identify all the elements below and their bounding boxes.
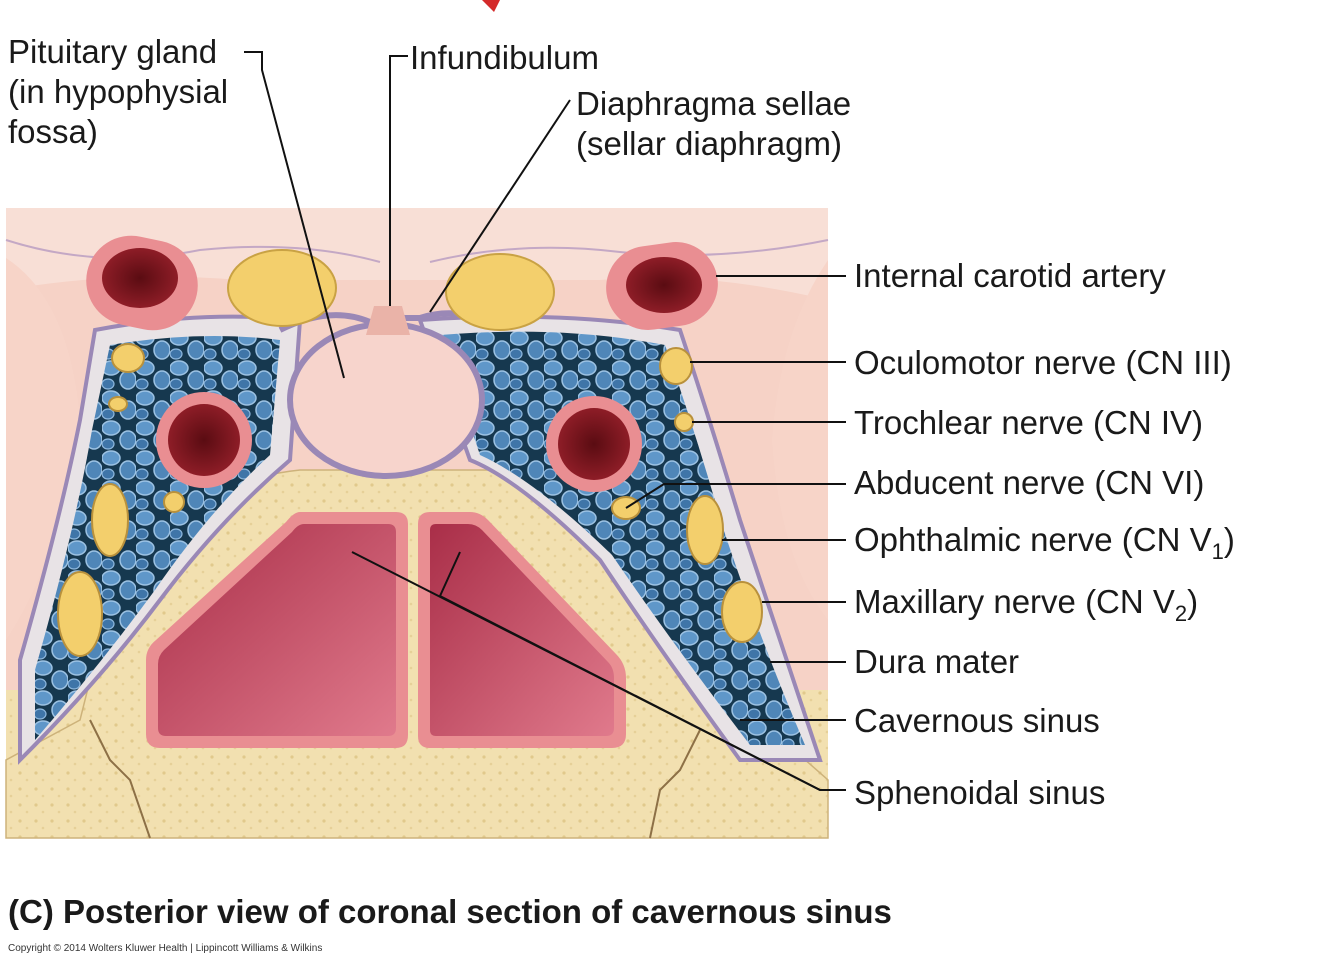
- label-abducent-nerve: Abducent nerve (CN VI): [854, 463, 1204, 503]
- label-trochlear-nerve: Trochlear nerve (CN IV): [854, 403, 1203, 443]
- label-maxillary-nerve: Maxillary nerve (CN V2): [854, 582, 1198, 622]
- nerve-left-3: [164, 492, 184, 512]
- label-pituitary-gland-line3: fossa): [8, 112, 228, 152]
- trochlear-nerve-shape: [675, 413, 693, 431]
- maxillary-nerve-shape: [722, 582, 762, 642]
- nerve-left-5: [58, 572, 102, 656]
- copyright-notice: Copyright © 2014 Wolters Kluwer Health |…: [8, 943, 322, 954]
- carotid-in-sinus-right: [546, 396, 642, 492]
- label-ophthalmic-nerve: Ophthalmic nerve (CN V1): [854, 520, 1235, 560]
- carotid-in-sinus-left: [156, 392, 252, 488]
- label-pituitary-gland-line2: (in hypophysial: [8, 72, 228, 112]
- ophthalmic-nerve-shape: [687, 496, 723, 564]
- label-pituitary-gland: Pituitary gland (in hypophysial fossa): [8, 32, 228, 152]
- label-sphenoidal-sinus: Sphenoidal sinus: [854, 773, 1105, 813]
- label-maxillary-nerve-tail: ): [1187, 583, 1198, 620]
- nerve-left-1: [112, 344, 144, 372]
- label-maxillary-nerve-sub: 2: [1175, 601, 1187, 626]
- label-internal-carotid-artery: Internal carotid artery: [854, 256, 1166, 296]
- label-ophthalmic-nerve-sub: 1: [1212, 539, 1224, 564]
- label-diaphragma-sellae-line2: (sellar diaphragm): [576, 124, 851, 164]
- label-ophthalmic-nerve-tail: ): [1224, 521, 1235, 558]
- pituitary-gland-shape: [290, 324, 482, 476]
- figure-caption: (C) Posterior view of coronal section of…: [8, 893, 892, 931]
- nerve-left-2: [109, 397, 127, 411]
- optic-nerve-right: [446, 254, 554, 330]
- label-maxillary-nerve-text: Maxillary nerve (CN V: [854, 583, 1175, 620]
- oculomotor-nerve-shape: [660, 348, 692, 384]
- label-diaphragma-sellae: Diaphragma sellae (sellar diaphragm): [576, 84, 851, 164]
- nerve-left-4: [92, 484, 128, 556]
- label-ophthalmic-nerve-text: Ophthalmic nerve (CN V: [854, 521, 1212, 558]
- label-cavernous-sinus: Cavernous sinus: [854, 701, 1100, 741]
- label-infundibulum: Infundibulum: [410, 38, 599, 78]
- arrow-fragment: [482, 0, 500, 12]
- label-dura-mater: Dura mater: [854, 642, 1019, 682]
- label-diaphragma-sellae-line1: Diaphragma sellae: [576, 84, 851, 124]
- label-oculomotor-nerve: Oculomotor nerve (CN III): [854, 343, 1232, 383]
- label-pituitary-gland-line1: Pituitary gland: [8, 32, 228, 72]
